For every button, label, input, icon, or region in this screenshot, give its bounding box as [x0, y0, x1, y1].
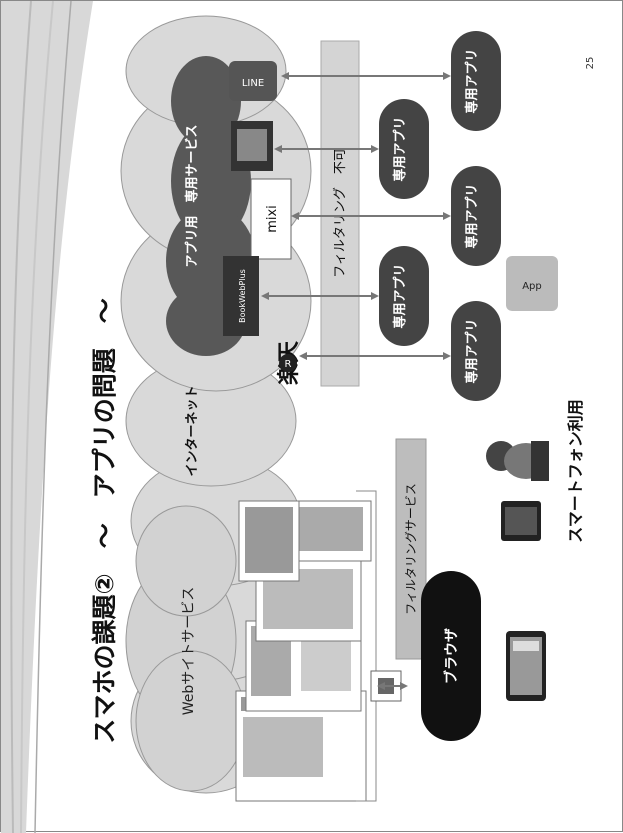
- app-services-cloud: [166, 56, 256, 356]
- phone-icon: [501, 501, 541, 541]
- browser-label: ブラウザ: [443, 628, 460, 684]
- filtering-service-label: フィルタリングサービス: [404, 483, 418, 615]
- smartphone-caption: スマートフォン利用: [566, 399, 585, 543]
- internet-label: インターネット: [185, 385, 200, 476]
- page-number: 25: [585, 57, 596, 70]
- svg-text:BookWebPlus: BookWebPlus: [238, 269, 247, 323]
- bracket: [356, 490, 377, 802]
- phone-screenshot: [506, 631, 546, 701]
- app-pill-4: 専用アプリ: [379, 246, 429, 346]
- app-pill-1: 専用アプリ: [451, 31, 501, 131]
- user-illustration: [486, 441, 549, 481]
- browser-box: [421, 571, 481, 741]
- app-store-icon: App: [506, 256, 558, 311]
- bookweb-logo: BookWebPlus: [223, 256, 259, 336]
- filtering-bar-label: フィルタリング 不可: [333, 148, 348, 278]
- mixi-logo: mixi: [250, 178, 292, 260]
- web-cloud: [125, 505, 247, 792]
- comic-logo: [231, 121, 273, 171]
- app-pill-3: 専用アプリ: [451, 166, 501, 266]
- arrows: [261, 72, 451, 360]
- svg-text:専用アプリ: 専用アプリ: [392, 116, 408, 181]
- svg-text:LINE: LINE: [242, 78, 264, 89]
- rakuten-logo: 楽天 R: [276, 340, 302, 385]
- svg-text:mixi: mixi: [265, 205, 280, 233]
- svg-text:App: App: [522, 281, 542, 292]
- web-services-label: Webサイトサービス: [181, 587, 197, 716]
- decorative-swoosh: [1, 1, 93, 833]
- svg-text:専用アプリ: 専用アプリ: [464, 183, 480, 248]
- app-services-label: アプリ用 専用サービス: [184, 124, 200, 267]
- app-pill-5: 専用アプリ: [451, 301, 501, 401]
- website-thumbnails: [235, 500, 372, 802]
- app-pill-2: 専用アプリ: [379, 99, 429, 199]
- line-logo: LINE: [229, 61, 277, 101]
- svg-text:専用アプリ: 専用アプリ: [392, 263, 408, 328]
- svg-text:R: R: [285, 359, 292, 370]
- svg-text:専用アプリ: 専用アプリ: [464, 318, 480, 383]
- svg-text:専用アプリ: 専用アプリ: [464, 48, 480, 113]
- slide-title: スマホの課題② ～ アプリの問題 ～: [90, 298, 119, 743]
